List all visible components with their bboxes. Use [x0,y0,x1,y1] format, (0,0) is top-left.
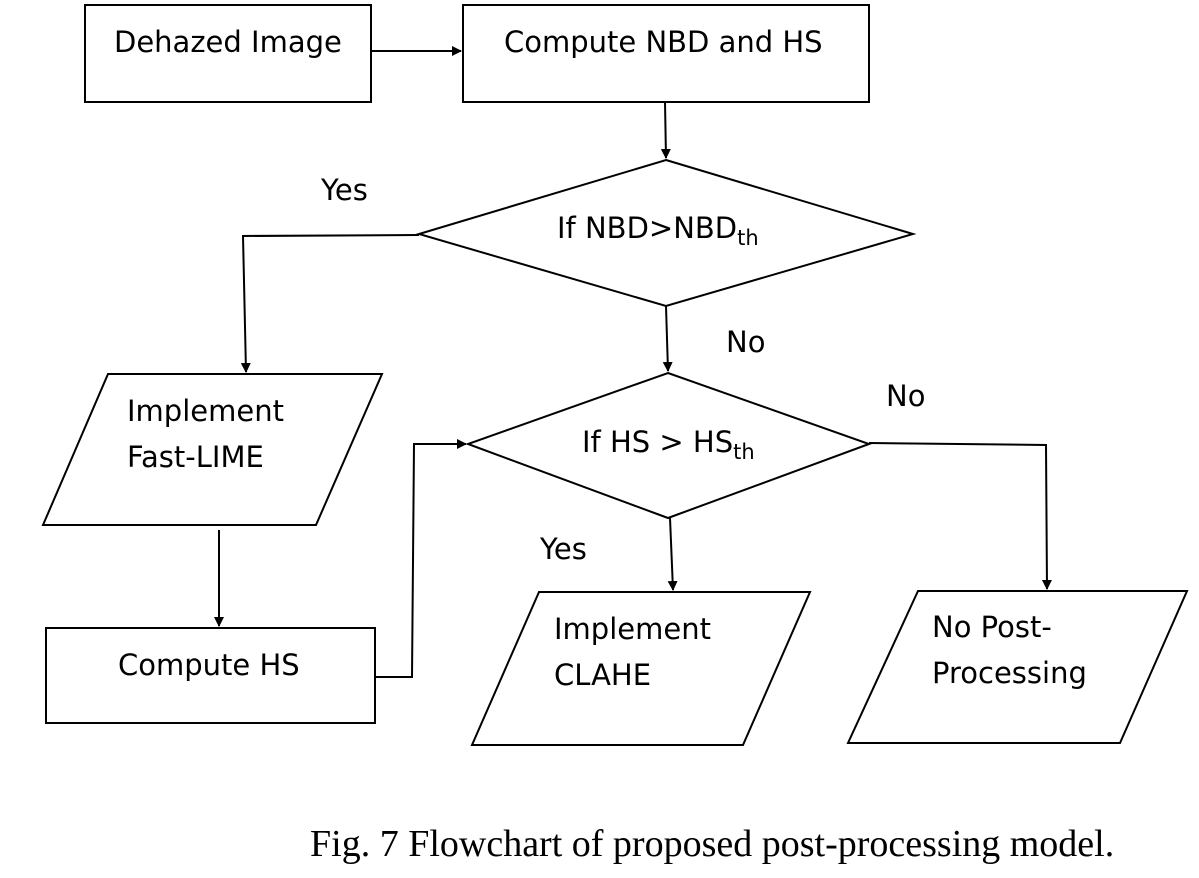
figure-caption: Fig. 7 Flowchart of proposed post-proces… [310,823,1115,865]
hs-decision-diamond [465,371,872,520]
arrow-compute-hs-to-hs-decision [375,439,467,678]
arrow-compute-to-nbd [660,101,671,159]
compute-nbd-hs-label: Compute NBD and HS [504,25,823,59]
dehazed-image-box [84,4,372,103]
hs-yes-label: Yes [540,532,587,566]
nbd-no-label: No [726,325,766,359]
arrow-hs-no-to-no-post [868,442,1052,590]
hs-decision-text: If HS > HS [582,425,734,459]
arrow-nbd-no-to-hs [662,305,673,372]
clahe-label: Implement CLAHE [554,612,711,693]
no-post-processing-label: No Post- Processing [932,610,1087,691]
arrow-hs-yes-to-clahe [667,517,678,591]
nbd-yes-label: Yes [321,173,368,207]
nbd-decision-text: If NBD>NBD [557,211,738,245]
arrow-nbd-yes-to-fast-lime [240,234,420,373]
hs-decision-subscript: th [733,439,755,464]
hs-no-label: No [886,379,926,413]
nbd-decision-subscript: th [737,225,759,250]
clahe-parallelogram [470,591,812,746]
compute-hs-label: Compute HS [118,648,300,682]
dehazed-image-label: Dehazed Image [114,25,342,59]
nbd-decision-label: If NBD>NBDth [557,205,759,255]
fast-lime-label: Implement Fast-LIME [127,394,284,475]
compute-hs-box [45,627,376,724]
fast-lime-parallelogram [41,373,384,526]
hs-decision-label: If HS > HSth [582,419,755,469]
no-post-processing-parallelogram [846,590,1189,744]
